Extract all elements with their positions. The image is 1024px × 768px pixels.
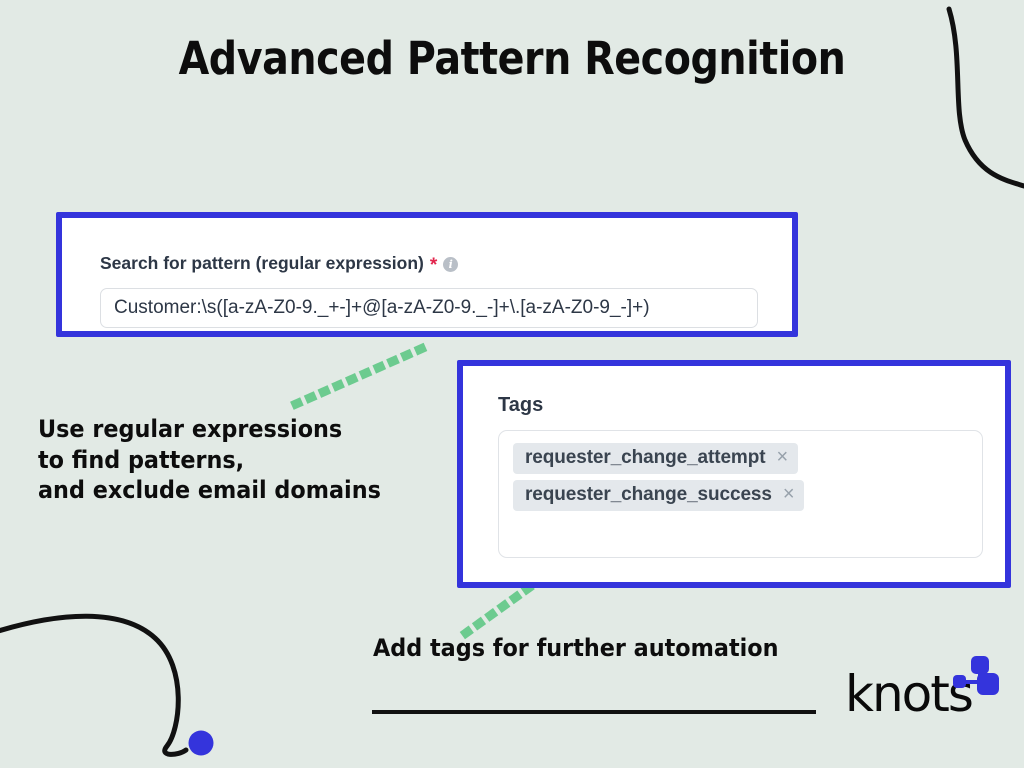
tag-row: requester_change_attempt × [513, 443, 968, 480]
tag-chip-label: requester_change_success [525, 484, 772, 505]
tag-chip[interactable]: requester_change_attempt × [513, 443, 799, 474]
tags-card-body: Tags requester_change_attempt × requeste… [463, 366, 1005, 582]
blue-dot [188, 730, 214, 756]
knots-wordmark: knots [845, 665, 974, 723]
search-pattern-input[interactable]: Customer:\s([a-zA-Z0-9._+-]+@[a-zA-Z0-9.… [100, 288, 758, 328]
annotation-regex: Use regular expressions to find patterns… [38, 415, 381, 505]
search-field-label-text: Search for pattern (regular expression) [100, 253, 424, 273]
tags-card: Tags requester_change_attempt × requeste… [457, 360, 1011, 588]
annotation-tags: Add tags for further automation [373, 634, 779, 662]
page-title: Advanced Pattern Recognition [178, 32, 846, 85]
tags-title: Tags [498, 394, 544, 416]
tags-input-box[interactable]: requester_change_attempt × requester_cha… [498, 430, 983, 558]
search-card-body: Search for pattern (regular expression) … [62, 218, 792, 331]
tag-remove-icon[interactable]: × [776, 446, 789, 468]
bottom-divider [372, 710, 816, 714]
knots-logo: knots [845, 655, 999, 723]
search-field-label: Search for pattern (regular expression) … [100, 253, 459, 276]
dotted-connector-search [290, 338, 438, 410]
tag-chip[interactable]: requester_change_success × [513, 480, 805, 511]
tag-chip-label: requester_change_attempt [525, 447, 766, 468]
curve-bottom-left [0, 613, 189, 757]
required-asterisk: * [429, 255, 438, 276]
tag-row: requester_change_success × [513, 480, 968, 517]
search-pattern-card: Search for pattern (regular expression) … [56, 212, 798, 337]
info-icon[interactable]: i [443, 257, 459, 272]
knots-logo-mark [953, 656, 999, 695]
tag-remove-icon[interactable]: × [782, 483, 795, 505]
